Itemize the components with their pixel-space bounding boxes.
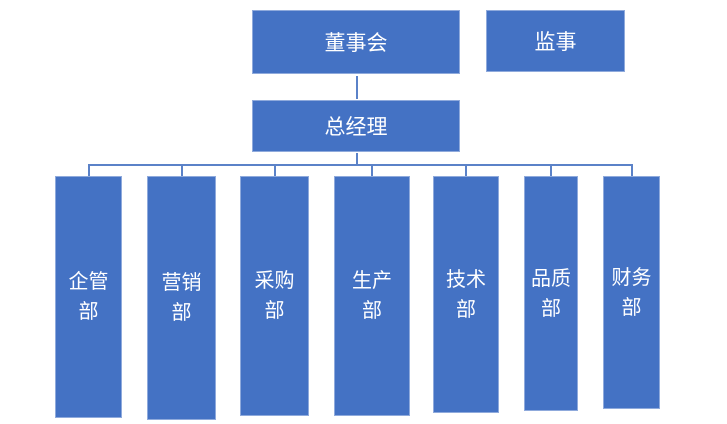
- node-board-label: 董事会: [324, 32, 388, 55]
- node-dept-pinzhi-label: 品质部: [531, 267, 571, 320]
- connector-drop-4: [371, 165, 373, 176]
- node-dept-qiguan-label: 企管部: [68, 271, 109, 323]
- node-dept-yingxiao[interactable]: 营销部: [147, 176, 216, 420]
- connector-drop-6: [550, 165, 552, 176]
- connector-drop-7: [631, 165, 633, 176]
- node-supervisor[interactable]: 监事: [486, 10, 625, 72]
- connector-drop-3: [274, 165, 276, 176]
- node-dept-shengchan[interactable]: 生产部: [334, 176, 410, 416]
- node-general-manager[interactable]: 总经理: [252, 100, 460, 152]
- node-dept-jishu[interactable]: 技术部: [433, 176, 499, 413]
- connector-drop-1: [88, 165, 90, 176]
- node-dept-caiwu-label: 财务部: [611, 266, 652, 319]
- node-dept-caigou-label: 采购部: [254, 270, 295, 322]
- node-dept-yingxiao-label: 营销部: [161, 272, 202, 324]
- node-general-manager-label: 总经理: [324, 116, 388, 139]
- connector-drop-5: [465, 165, 467, 176]
- node-board[interactable]: 董事会: [252, 10, 460, 74]
- node-supervisor-label: 监事: [534, 31, 577, 54]
- node-dept-caiwu[interactable]: 财务部: [603, 176, 660, 409]
- node-dept-qiguan[interactable]: 企管部: [55, 176, 122, 418]
- node-dept-caigou[interactable]: 采购部: [240, 176, 309, 416]
- node-dept-pinzhi[interactable]: 品质部: [524, 176, 578, 411]
- connector-drop-2: [181, 165, 183, 176]
- node-dept-jishu-label: 技术部: [446, 268, 486, 321]
- connector-gm-bus: [356, 153, 358, 165]
- connector-board-gm: [356, 76, 358, 99]
- connector-bus: [88, 164, 633, 166]
- node-dept-shengchan-label: 生产部: [352, 270, 392, 322]
